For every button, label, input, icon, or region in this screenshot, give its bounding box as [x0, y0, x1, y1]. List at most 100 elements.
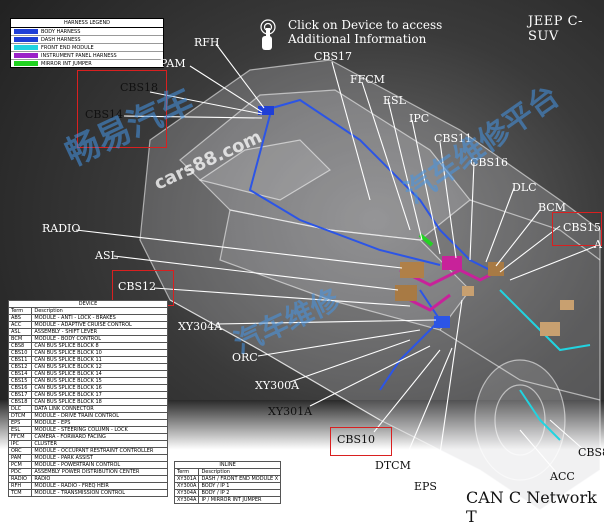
- table-cell-term: ASL: [7, 328, 33, 336]
- label-cbs18[interactable]: CBS18: [120, 81, 159, 94]
- table-cell-description: ASSEMBLY POWER DISTRIBUTION CENTER: [31, 468, 168, 476]
- harness-legend: HARNESS LEGEND BODY HARNESS DASH HARNESS…: [10, 18, 164, 68]
- table-cell-description: DASH / FRONT END MODULE X: [198, 475, 282, 483]
- table-cell-term: CBS11: [7, 356, 33, 364]
- inline-table-header-description: Description: [198, 468, 282, 476]
- table-cell-description: MODULE - STEERING COLUMN - LOCK: [31, 426, 168, 434]
- module-orc[interactable]: [462, 286, 474, 296]
- label-xy301a[interactable]: XY301A: [268, 405, 313, 418]
- legend-item-mirror: MIRROR INT JUMPER: [11, 60, 163, 67]
- table-cell-term: ABS: [7, 314, 33, 322]
- table-cell-term: RFH: [7, 482, 33, 490]
- label-cbs14[interactable]: CBS14: [85, 108, 124, 121]
- label-ffcm[interactable]: FFCM: [350, 73, 385, 86]
- label-cbs15[interactable]: CBS15: [563, 221, 602, 234]
- legend-item-body: BODY HARNESS: [11, 28, 163, 36]
- table-cell-description: CAN BUS SPLICE BLOCK 11: [31, 356, 168, 364]
- table-cell-description: DATA LINK CONNECTOR: [31, 405, 168, 413]
- table-cell-term: PDC: [7, 468, 33, 476]
- table-cell-term: TCM: [7, 489, 33, 497]
- legend-swatch: [14, 45, 38, 50]
- label-cbs8[interactable]: CBS8: [578, 446, 604, 459]
- module-asl[interactable]: [395, 285, 417, 301]
- table-cell-description: CAN BUS SPLICE BLOCK 8: [31, 342, 168, 350]
- label-eps[interactable]: EPS: [414, 480, 437, 493]
- label-a[interactable]: A: [594, 238, 602, 251]
- harness-legend-title: HARNESS LEGEND: [11, 19, 163, 28]
- table-cell-term: DTCM: [7, 412, 33, 420]
- label-asl[interactable]: ASL: [95, 249, 118, 262]
- legend-item-instrument-panel: INSTRUMENT PANEL HARNESS: [11, 52, 163, 60]
- table-cell-term: BCM: [7, 335, 33, 343]
- label-xy304a[interactable]: XY304A: [178, 320, 223, 333]
- body-harness-wire-3: [379, 289, 442, 391]
- table-cell-term: XY301A: [173, 475, 200, 483]
- label-dlc[interactable]: DLC: [512, 181, 537, 194]
- highlight-box-cbs14: [77, 70, 167, 148]
- table-cell-term: EPS: [7, 419, 33, 427]
- module-radio[interactable]: [400, 262, 424, 278]
- table-cell-description: CAMERA - FORWARD FACING: [31, 433, 168, 441]
- body-harness-wire-2: [248, 114, 441, 266]
- label-bcm[interactable]: BCM: [538, 201, 566, 214]
- table-cell-term: FFCM: [7, 433, 33, 441]
- vehicle-modules: [258, 106, 574, 336]
- table-cell-description: MODULE - RADIO - FREQ HEIR: [31, 482, 168, 490]
- table-cell-term: CBS14: [7, 370, 33, 378]
- table-cell-description: MODULE - BODY CONTROL: [31, 335, 168, 343]
- label-cbs10[interactable]: CBS10: [337, 433, 376, 446]
- module-ipc[interactable]: [442, 256, 462, 270]
- label-cbs12[interactable]: CBS12: [118, 280, 157, 293]
- table-cell-description: MODULE - OCCUPANT RESTRAINT CONTROLLER: [31, 447, 168, 455]
- module-bcm[interactable]: [488, 262, 504, 276]
- label-xy300a[interactable]: XY300A: [255, 379, 300, 392]
- legend-swatch: [14, 53, 38, 58]
- module-abs[interactable]: [560, 300, 574, 310]
- label-esl[interactable]: ESL: [383, 94, 406, 107]
- label-cbs16[interactable]: CBS16: [470, 156, 509, 169]
- table-cell-term: ACC: [7, 321, 33, 329]
- table-cell-description: BODY / IP 2: [198, 489, 282, 497]
- label-dtcm[interactable]: DTCM: [375, 459, 411, 472]
- table-cell-term: XY300A: [173, 482, 200, 490]
- label-rfh[interactable]: RFH: [194, 36, 220, 49]
- label-acc[interactable]: ACC: [550, 470, 575, 483]
- device-table-header-term: Term: [7, 307, 33, 315]
- table-cell-description: CAN BUS SPLICE BLOCK 16: [31, 384, 168, 392]
- table-cell-term: RADIO: [7, 475, 33, 483]
- label-pam[interactable]: PAM: [160, 57, 186, 70]
- module-pam[interactable]: [258, 106, 274, 115]
- network-title: CAN C Network T: [466, 488, 597, 526]
- label-cbs11[interactable]: CBS11: [434, 132, 473, 145]
- table-cell-description: RADIO: [31, 475, 168, 483]
- label-orc[interactable]: ORC: [232, 351, 258, 364]
- table-cell-description: MODULE - TRANSMISSION CONTROL: [31, 489, 168, 497]
- module-tcm[interactable]: [540, 322, 560, 336]
- label-ipc[interactable]: IPC: [409, 112, 430, 125]
- module-xy304a[interactable]: [434, 316, 450, 328]
- label-cbs17[interactable]: CBS17: [314, 50, 353, 63]
- table-cell-description: MODULE - ADAPTIVE CRUISE CONTROL: [31, 321, 168, 329]
- label-radio[interactable]: RADIO: [42, 222, 81, 235]
